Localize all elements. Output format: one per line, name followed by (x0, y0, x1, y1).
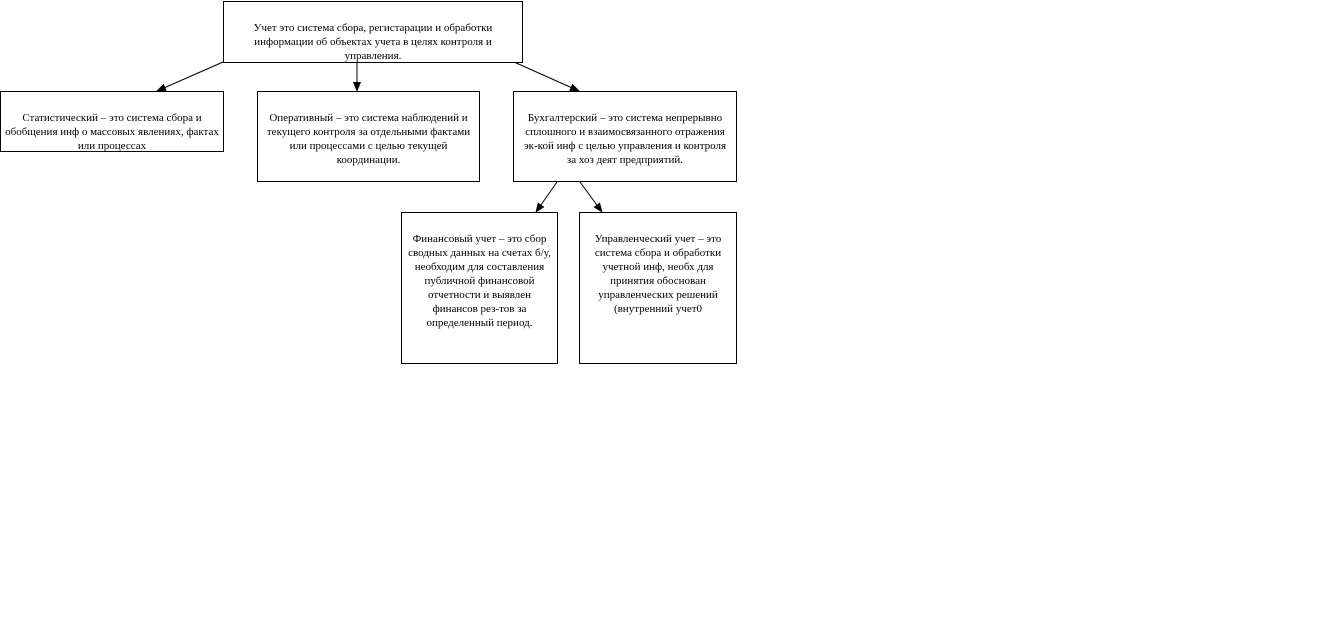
node-accounting-text: Бухгалтерский – это система непрерывно с… (523, 112, 727, 166)
node-managerial: Управленческий учет – это система сбора … (579, 212, 737, 364)
node-statistical-text: Статистический – это система сбора и обо… (5, 112, 219, 152)
node-root-accounting-definition: Учет это система сбора, регистарации и о… (223, 1, 523, 63)
node-operational: Оперативный – это система наблюдений и т… (257, 91, 480, 182)
node-accounting: Бухгалтерский – это система непрерывно с… (513, 91, 737, 182)
node-managerial-text: Управленческий учет – это система сбора … (594, 233, 722, 315)
edge-root-statistical (156, 61, 224, 92)
edge-root-accounting (513, 61, 580, 92)
edge-accounting-managerial (579, 181, 603, 213)
node-root-text: Учет это система сбора, регистарации и о… (253, 22, 493, 62)
node-financial-text: Финансовый учет – это сбор сводных данны… (408, 233, 551, 329)
edge-accounting-financial (535, 181, 558, 213)
node-statistical: Статистический – это система сбора и обо… (0, 91, 224, 152)
node-financial: Финансовый учет – это сбор сводных данны… (401, 212, 558, 364)
node-operational-text: Оперативный – это система наблюдений и т… (266, 112, 471, 166)
